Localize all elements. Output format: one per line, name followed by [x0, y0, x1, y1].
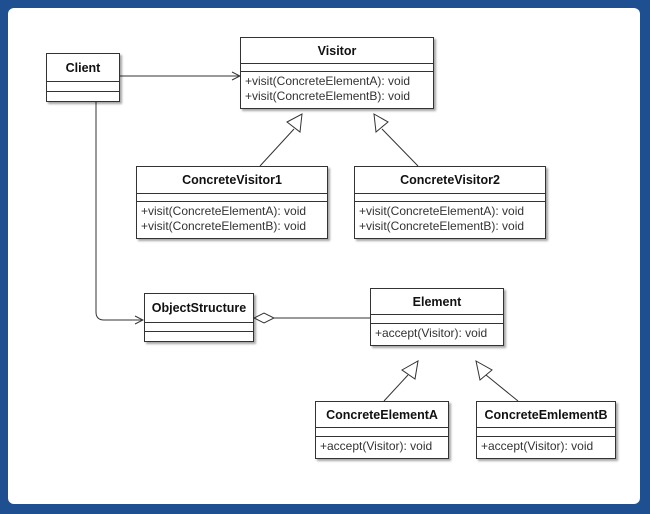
attributes-compartment [241, 64, 433, 72]
operation: +visit(ConcreteElementB): void [359, 219, 525, 233]
attributes-compartment [371, 315, 503, 324]
class-name: Visitor [241, 38, 433, 64]
generalization-ceb-triangle [475, 360, 493, 381]
class-concrete-visitor2[interactable]: ConcreteVisitor2 +visit(ConcreteElementA… [354, 166, 546, 239]
operation: +visit(ConcreteElementB): void [245, 89, 411, 103]
aggregation-diamond [252, 312, 276, 324]
class-client[interactable]: Client [46, 53, 120, 102]
attributes-compartment [145, 323, 253, 332]
class-name: Element [371, 289, 503, 315]
operation: +accept(Visitor): void [481, 439, 594, 453]
generalization-cea-element [383, 374, 409, 402]
operations-compartment: +visit(ConcreteElementA): void +visit(Co… [355, 202, 545, 234]
class-concrete-visitor1[interactable]: ConcreteVisitor1 +visit(ConcreteElementA… [136, 166, 328, 239]
generalization-cv1-visitor [259, 128, 295, 167]
generalization-cv2-visitor [381, 128, 419, 167]
diagram-canvas: Client Visitor +visit(ConcreteElementA):… [8, 8, 640, 504]
class-name: ObjectStructure [145, 294, 253, 323]
generalization-ceb-element [485, 374, 519, 402]
class-name: Client [47, 54, 119, 82]
operation: +accept(Visitor): void [375, 326, 488, 340]
association-client-objectstructure [95, 102, 143, 320]
attributes-compartment [316, 428, 448, 437]
attributes-compartment [477, 428, 615, 437]
generalization-cea-triangle [401, 360, 419, 380]
class-concrete-element-a[interactable]: ConcreteElementA +accept(Visitor): void [315, 401, 449, 459]
operation: +accept(Visitor): void [320, 439, 433, 453]
class-name: ConcreteVisitor2 [355, 167, 545, 194]
attributes-compartment [137, 194, 327, 202]
operations-compartment: +visit(ConcreteElementA): void +visit(Co… [137, 202, 327, 234]
class-visitor[interactable]: Visitor +visit(ConcreteElementA): void +… [240, 37, 434, 109]
operations-compartment: +accept(Visitor): void [316, 437, 448, 454]
operations-compartment: +accept(Visitor): void [477, 437, 615, 454]
attributes-compartment [47, 82, 119, 92]
operation: +visit(ConcreteElementB): void [141, 219, 307, 233]
generalization-cv1-triangle [286, 113, 303, 133]
attributes-compartment [355, 194, 545, 202]
connectors-layer [95, 8, 519, 402]
class-name: ConcreteVisitor1 [137, 167, 327, 194]
class-name: ConcreteEmlementB [477, 402, 615, 428]
operation: +visit(ConcreteElementA): void [245, 74, 411, 88]
operations-compartment: +accept(Visitor): void [371, 324, 503, 341]
operation: +visit(ConcreteElementA): void [359, 204, 525, 218]
class-concrete-element-b[interactable]: ConcreteEmlementB +accept(Visitor): void [476, 401, 616, 459]
class-element[interactable]: Element +accept(Visitor): void [370, 288, 504, 346]
class-name: ConcreteElementA [316, 402, 448, 428]
operation: +visit(ConcreteElementA): void [141, 204, 307, 218]
generalization-cv2-triangle [373, 113, 389, 133]
operations-compartment: +visit(ConcreteElementA): void +visit(Co… [241, 72, 433, 104]
class-object-structure[interactable]: ObjectStructure [144, 293, 254, 342]
